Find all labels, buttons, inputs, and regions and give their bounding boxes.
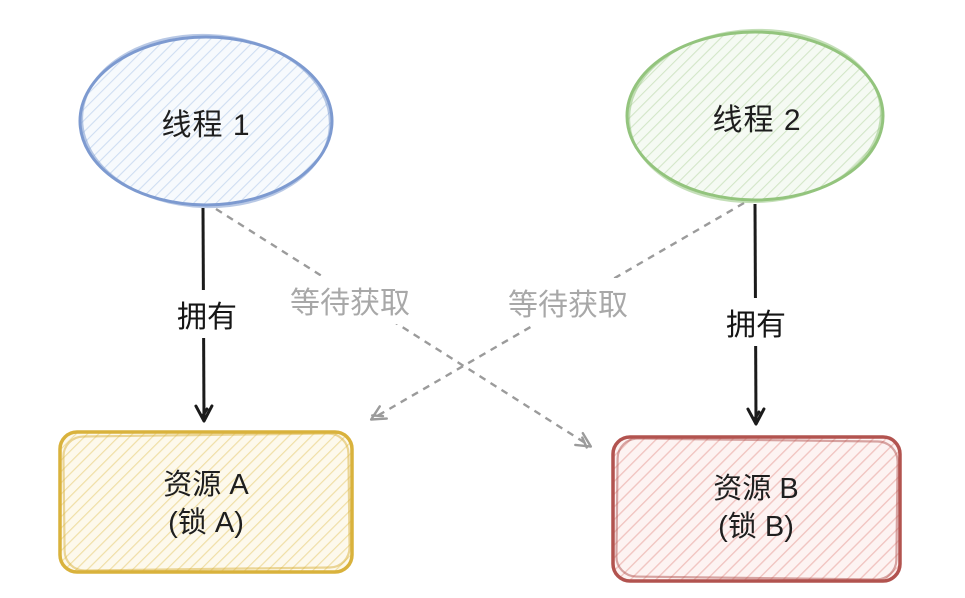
thread2-label: 线程 2 — [712, 104, 802, 137]
edge-wait-thread1-to-resourceB — [215, 207, 593, 449]
resourceB-label-line2: (锁 B) — [718, 511, 794, 543]
resourceA-label: 资源 A (锁 A) — [163, 466, 248, 542]
edge-wait-thread2-to-resourceA — [369, 201, 745, 421]
resourceB-rect — [611, 435, 902, 583]
resourceB-label: 资源 B (锁 B) — [713, 470, 798, 546]
resourceA-rect — [58, 430, 354, 574]
thread1-ellipse-sketch-stroke — [80, 33, 332, 209]
thread1-ellipse — [78, 35, 334, 207]
resourceA-rect-sketch-stroke — [62, 432, 351, 572]
resourceB-label-line1: 资源 B — [713, 473, 799, 505]
thread1-label: 线程 1 — [161, 109, 251, 142]
edge-wait2-label: 等待获取 — [502, 278, 634, 326]
resourceA-label-line1: 资源 A — [163, 469, 249, 501]
thread2-ellipse-sketch-stroke — [627, 28, 883, 204]
edge-own2-label: 拥有 — [718, 298, 794, 346]
thread2-ellipse — [625, 30, 885, 202]
edge-wait1-label: 等待获取 — [284, 276, 416, 324]
resourceB-rect-sketch-stroke — [615, 437, 899, 581]
resourceA-label-line2: (锁 A) — [168, 507, 244, 539]
edge-own1-label: 拥有 — [169, 290, 245, 338]
